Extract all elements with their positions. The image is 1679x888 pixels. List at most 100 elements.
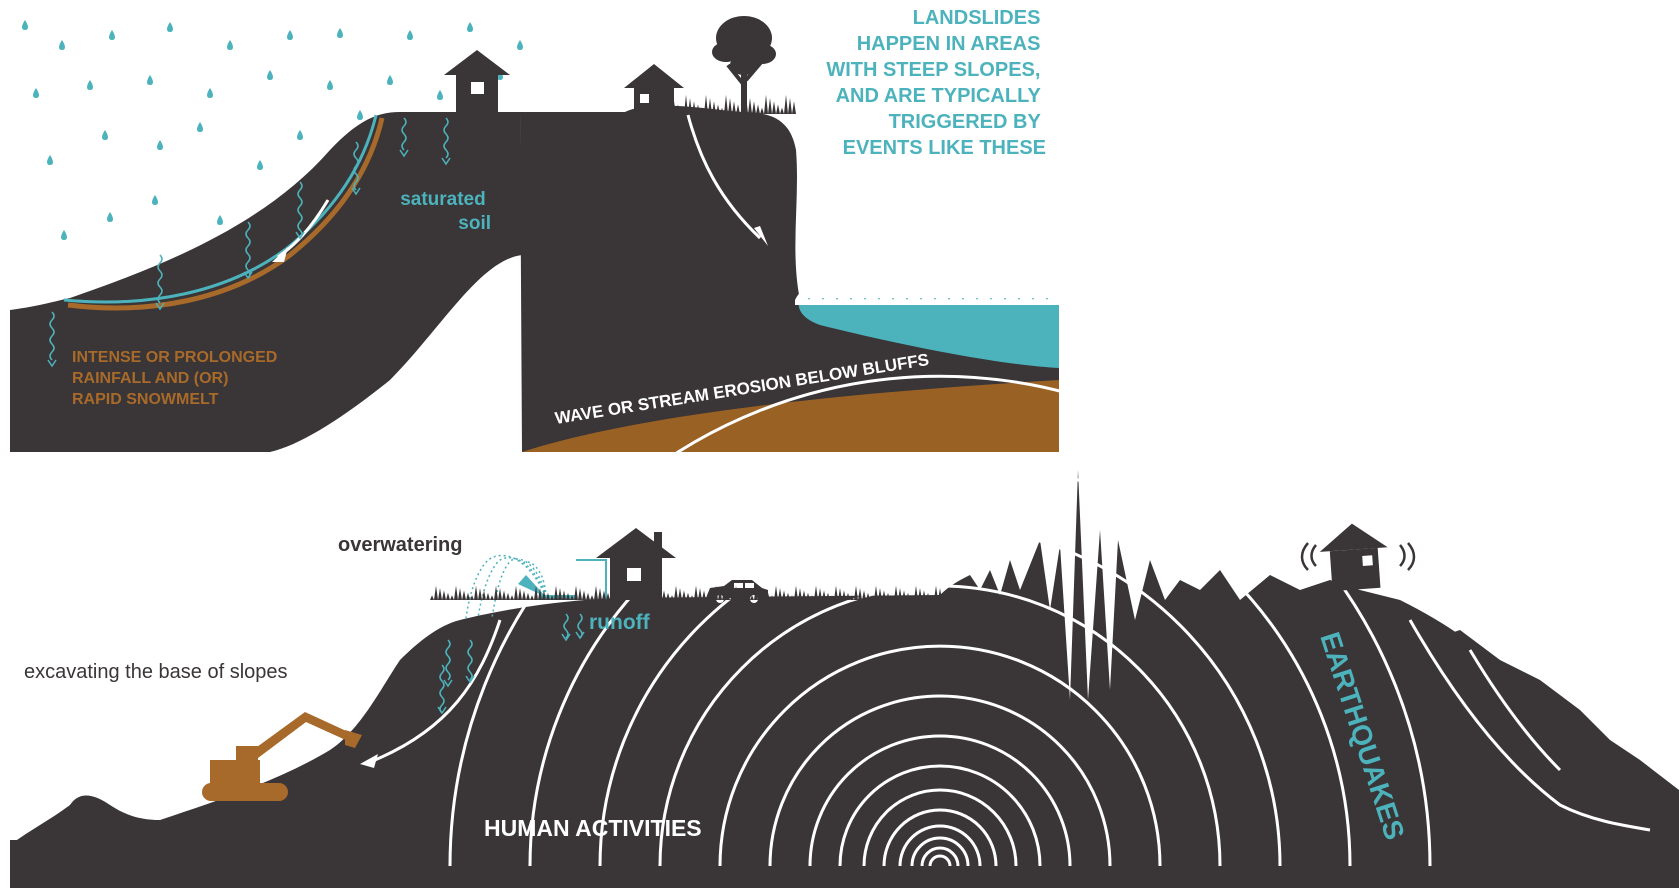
human-slide-crack <box>369 619 502 764</box>
quake-slide-crack <box>1408 619 1651 832</box>
human-grass <box>430 585 942 600</box>
overwatering-label: overwatering <box>338 534 462 556</box>
infiltration-arrows <box>47 117 451 368</box>
bottom-ground <box>10 470 1679 888</box>
infiltration-arrowhead <box>399 149 409 158</box>
infiltration-arrowhead <box>465 675 475 684</box>
sediment-layer <box>522 380 1059 452</box>
bluff-grass <box>660 94 796 114</box>
seismic-wave-ring <box>808 734 1072 867</box>
raindrop-icon <box>337 28 343 38</box>
infiltration-arrows <box>437 613 585 715</box>
infiltration-arrowhead <box>561 633 571 642</box>
raindrop-icon <box>297 130 303 140</box>
seismic-wave-ring <box>528 454 1352 867</box>
human-activities-label: HUMAN ACTIVITIES <box>484 815 702 841</box>
raindrop-icon <box>107 212 113 222</box>
infiltration-arrowhead <box>575 631 585 640</box>
raindrops <box>22 20 523 240</box>
seismic-wave-ring <box>448 374 1432 867</box>
seismic-wave-icon <box>448 374 1432 867</box>
quake-rubble <box>1400 630 1679 888</box>
raindrop-icon <box>217 215 223 225</box>
saturated-soil-brown <box>67 117 385 311</box>
raindrop-icon <box>59 40 65 50</box>
seismic-wave-ring <box>882 808 998 867</box>
human-slide-arrowhead <box>360 754 378 768</box>
raindrop-icon <box>517 40 523 50</box>
seismic-wave-ring <box>598 524 1282 867</box>
raindrop-icon <box>47 155 53 165</box>
bluff-crack <box>686 114 762 240</box>
raindrop-icon <box>87 80 93 90</box>
runoff-label: runoff <box>589 611 651 634</box>
water-waves <box>795 292 1061 305</box>
raindrop-icon <box>287 30 293 40</box>
infiltration-arrow <box>563 613 569 639</box>
rainfall-panel: saturated soil INTENSE OR PROLONGED RAIN… <box>10 20 523 452</box>
infiltration-arrowhead <box>295 231 305 240</box>
raindrop-icon <box>207 88 213 98</box>
sprinkler-icon <box>465 554 607 619</box>
raindrop-icon <box>437 90 443 100</box>
raindrop-icon <box>387 75 393 85</box>
bluff-ground <box>520 105 1059 452</box>
raindrop-icon <box>197 122 203 132</box>
slide-arrowhead <box>272 247 288 262</box>
seismic-wave-ring <box>910 836 970 867</box>
infiltration-arrowhead <box>441 157 451 166</box>
bluff-arrowhead <box>754 226 768 246</box>
water <box>798 298 1059 368</box>
seismic-wave-ring <box>928 854 952 867</box>
raindrop-icon <box>33 88 39 98</box>
seismic-wave-ring <box>920 846 960 867</box>
infiltration-arrowhead <box>155 302 165 311</box>
infiltration-arrowhead <box>351 187 361 196</box>
infiltration-arrow <box>157 254 163 304</box>
raindrop-icon <box>257 160 263 170</box>
infiltration-arrowhead <box>437 706 447 715</box>
infiltration-arrowhead <box>443 679 453 688</box>
excavator-icon <box>202 712 362 801</box>
raindrop-icon <box>147 75 153 85</box>
seismic-wave-ring <box>838 764 1042 867</box>
tree-icon <box>712 16 776 120</box>
saturated-soil-label: saturated soil <box>400 189 491 234</box>
infiltration-arrow <box>353 141 359 191</box>
erosion-panel: WAVE OR STREAM EROSION BELOW BLUFFS LAND… <box>520 7 1061 452</box>
seismic-wave-ring <box>862 788 1018 867</box>
raindrop-icon <box>109 30 115 40</box>
infiltration-arrowhead <box>47 359 57 368</box>
infiltration-arrow <box>401 117 407 151</box>
rainfall-trigger-label: INTENSE OR PROLONGED RAINFALL AND (OR) R… <box>72 349 282 408</box>
raindrop-icon <box>152 195 158 205</box>
raindrop-icon <box>61 230 67 240</box>
infiltration-arrow <box>245 221 251 279</box>
house-icon <box>624 64 684 122</box>
infiltration-arrow <box>297 181 303 239</box>
bottom-panel: overwatering runoff excavating the base … <box>10 374 1679 888</box>
seismic-wave-ring <box>768 694 1112 867</box>
infiltration-arrow <box>467 639 473 681</box>
seismic-wave-ring <box>718 644 1162 867</box>
raindrop-icon <box>267 70 273 80</box>
infiltration-arrow <box>445 639 451 681</box>
seismic-wave-ring <box>658 584 1222 867</box>
raindrop-icon <box>22 20 28 30</box>
raindrop-icon <box>167 22 173 32</box>
raindrop-icon <box>227 40 233 50</box>
rain-hill <box>10 112 522 452</box>
infiltration-arrowhead <box>243 271 253 280</box>
quake-house-icon <box>1319 523 1388 592</box>
seismic-wave-ring <box>898 824 982 867</box>
shaking-marks <box>1300 542 1416 571</box>
infiltration-arrow <box>443 117 449 159</box>
raindrop-icon <box>467 22 473 32</box>
raindrop-icon <box>327 80 333 90</box>
raindrop-icon <box>157 140 163 150</box>
raindrop-icon <box>407 30 413 40</box>
infiltration-arrow <box>439 664 445 714</box>
house-icon <box>444 50 510 115</box>
bottom-ground-base <box>10 840 1679 888</box>
